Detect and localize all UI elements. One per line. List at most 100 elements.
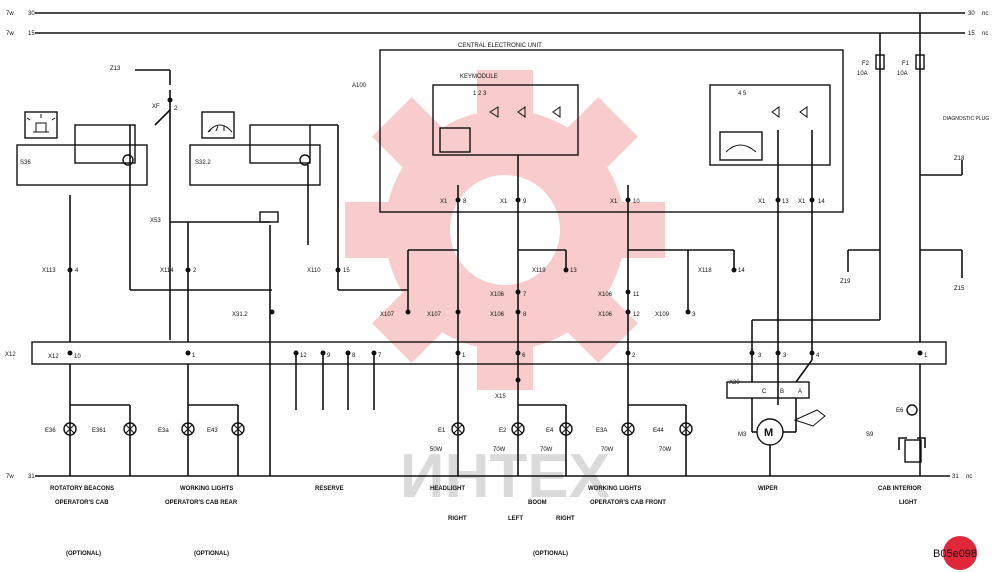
svg-text:OPERATOR'S CAB: OPERATOR'S CAB [55, 500, 109, 506]
svg-text:X1: X1 [610, 199, 618, 205]
svg-text:E361: E361 [92, 428, 107, 434]
svg-text:WORKING LIGHTS: WORKING LIGHTS [588, 486, 641, 492]
svg-text:(OPTIONAL): (OPTIONAL) [533, 551, 568, 557]
svg-text:E3A: E3A [596, 428, 607, 434]
connector-pins [67, 97, 923, 383]
svg-text:X1: X1 [798, 199, 806, 205]
svg-text:XF: XF [152, 104, 160, 110]
work-rear-section: S32.2 X31.2 [187, 111, 408, 476]
svg-text:31: 31 [28, 474, 35, 480]
svg-text:Z13: Z13 [110, 66, 121, 72]
svg-text:3: 3 [783, 353, 787, 359]
svg-text:CAB INTERIOR: CAB INTERIOR [878, 486, 922, 492]
svg-text:1 2 3: 1 2 3 [473, 91, 487, 97]
svg-text:X118: X118 [698, 268, 712, 274]
svg-text:X1: X1 [440, 199, 448, 205]
svg-text:31: 31 [952, 474, 959, 480]
svg-text:14: 14 [738, 268, 745, 274]
svg-text:10A: 10A [897, 71, 908, 77]
svg-text:7w: 7w [6, 11, 14, 17]
svg-text:BOOM: BOOM [528, 500, 547, 506]
svg-text:M3: M3 [738, 432, 747, 438]
connector-strip-x12: X12 X12 10 [5, 341, 947, 365]
svg-text:A100: A100 [352, 83, 367, 89]
svg-text:70W: 70W [540, 447, 553, 453]
svg-text:70W: 70W [659, 447, 672, 453]
beacon-section: S36 XF 2 Z13 X53 [16, 66, 279, 342]
svg-text:E44: E44 [653, 428, 664, 434]
svg-text:Z18: Z18 [954, 156, 965, 162]
fuses: F2 10A F1 10A DIAGNOSTIC PLUG Z18 Z15 Z1… [840, 13, 989, 342]
svg-text:OPERATOR'S CAB FRONT: OPERATOR'S CAB FRONT [590, 500, 666, 506]
svg-text:X119: X119 [532, 268, 546, 274]
svg-text:10A: 10A [857, 71, 868, 77]
svg-text:ROTATORY BEACONS: ROTATORY BEACONS [50, 486, 114, 492]
svg-text:X31.2: X31.2 [232, 312, 248, 318]
svg-text:12: 12 [300, 353, 307, 359]
svg-text:LEFT: LEFT [508, 516, 523, 522]
svg-text:X110: X110 [307, 268, 321, 274]
svg-text:30: 30 [968, 11, 975, 17]
lamp-e2 [511, 422, 525, 436]
lamp-e43 [231, 422, 245, 436]
svg-text:3: 3 [692, 312, 696, 318]
svg-text:X106: X106 [490, 312, 505, 318]
svg-text:S9: S9 [866, 432, 874, 438]
svg-text:X106: X106 [598, 292, 613, 298]
svg-text:nc: nc [982, 31, 988, 37]
lamp-e3a-front [621, 422, 635, 436]
svg-text:DIAGNOSTIC PLUG: DIAGNOSTIC PLUG [943, 116, 989, 122]
central-electronic-unit: CENTRAL ELECTRONIC UNIT A100 KEYMODULE 1… [352, 43, 844, 213]
svg-text:4 5: 4 5 [738, 91, 747, 97]
diode-icon [489, 106, 561, 118]
svg-text:8: 8 [352, 353, 356, 359]
svg-text:13: 13 [782, 199, 789, 205]
svg-text:1: 1 [192, 353, 196, 359]
svg-text:Z19: Z19 [840, 279, 851, 285]
svg-text:OPERATOR'S CAB REAR: OPERATOR'S CAB REAR [165, 500, 238, 506]
svg-text:4: 4 [816, 353, 820, 359]
lamp-e361 [123, 422, 137, 436]
svg-text:X12: X12 [48, 354, 59, 360]
svg-text:S32.2: S32.2 [195, 160, 211, 166]
drop-wires [69, 130, 921, 476]
svg-text:15: 15 [968, 31, 975, 37]
lamp-e3a [181, 422, 195, 436]
svg-text:CENTRAL ELECTRONIC UNIT: CENTRAL ELECTRONIC UNIT [458, 43, 542, 49]
svg-text:1: 1 [462, 353, 466, 359]
svg-text:X106: X106 [598, 312, 613, 318]
svg-text:C: C [762, 389, 767, 395]
svg-text:4: 4 [75, 268, 79, 274]
svg-text:E43: E43 [207, 428, 218, 434]
svg-text:15: 15 [343, 268, 350, 274]
svg-text:11: 11 [633, 292, 640, 298]
svg-text:RIGHT: RIGHT [556, 516, 575, 522]
svg-text:X107: X107 [380, 312, 395, 318]
svg-text:9: 9 [523, 199, 527, 205]
svg-text:S36: S36 [20, 160, 31, 166]
lamp-e36 [63, 422, 77, 436]
lamp-e44 [679, 422, 693, 436]
svg-text:E6: E6 [896, 408, 904, 414]
svg-text:E2: E2 [499, 428, 507, 434]
svg-text:X12: X12 [5, 352, 16, 358]
svg-text:14: 14 [818, 199, 825, 205]
svg-text:(OPTIONAL): (OPTIONAL) [66, 551, 101, 557]
svg-text:X15: X15 [495, 394, 506, 400]
svg-text:2: 2 [193, 268, 197, 274]
lamp-e4 [559, 422, 573, 436]
svg-text:nc: nc [982, 11, 988, 17]
svg-text:15: 15 [28, 31, 35, 37]
svg-text:KEYMODULE: KEYMODULE [460, 74, 498, 80]
svg-text:9: 9 [327, 353, 331, 359]
svg-text:10: 10 [633, 199, 640, 205]
lamp-e1 [451, 422, 465, 436]
svg-text:X113: X113 [42, 268, 56, 274]
svg-text:7: 7 [378, 353, 382, 359]
svg-text:HEADLIGHT: HEADLIGHT [430, 486, 465, 492]
svg-text:X1: X1 [500, 199, 508, 205]
reference-badge: B05e098 [933, 536, 977, 570]
svg-text:50W: 50W [430, 447, 443, 453]
svg-text:M: M [764, 427, 773, 439]
